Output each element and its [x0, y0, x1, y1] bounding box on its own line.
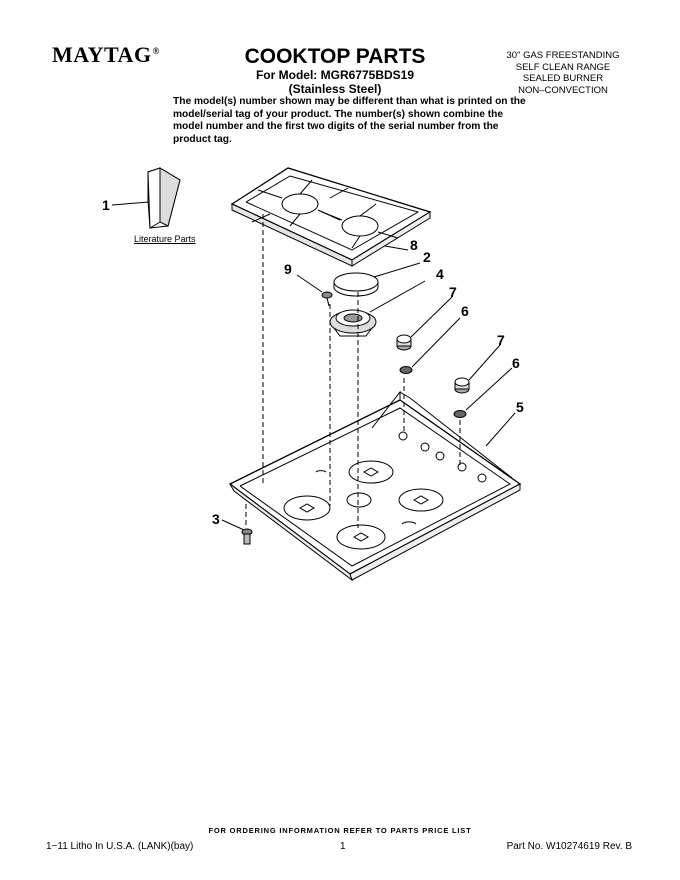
- burner-grate: [230, 167, 432, 267]
- burner-screw: [321, 291, 333, 307]
- finish-label: (Stainless Steel): [288, 82, 382, 96]
- spec-line: 30" GAS FREESTANDING: [506, 50, 620, 61]
- page-number: 1: [340, 841, 346, 852]
- control-knob: [454, 377, 470, 394]
- leader-line: [468, 344, 501, 381]
- leader-line: [411, 317, 461, 368]
- literature-parts-label: Literature Parts: [134, 234, 196, 244]
- callout-8: 8: [410, 237, 418, 253]
- spec-line: SELF CLEAN RANGE: [515, 61, 611, 73]
- leader-line: [465, 367, 513, 411]
- spec-line: SEALED BURNER: [522, 73, 604, 84]
- knob-seal: [453, 410, 467, 418]
- model-number: For Model: MGR6775BDS19: [255, 68, 415, 82]
- leader-line: [296, 274, 323, 293]
- litho-info: 1−11 Litho In U.S.A. (LANK)(bay): [46, 841, 194, 852]
- model-notice: The model(s) number shown may be differe…: [173, 96, 526, 145]
- callout-5: 5: [516, 399, 524, 415]
- callout-1: 1: [102, 197, 110, 213]
- product-spec: 30" GAS FREESTANDING SELF CLEAN RANGE SE…: [496, 50, 630, 96]
- ordering-note: FOR ORDERING INFORMATION REFER TO PARTS …: [208, 826, 472, 835]
- burner-base: [329, 309, 377, 337]
- title-block: COOKTOP PARTS For Model: MGR6775BDS19 (S…: [240, 45, 430, 97]
- assembly-guide-lines: [245, 214, 461, 528]
- callout-6: 6: [512, 355, 520, 371]
- callout-7: 7: [497, 332, 505, 348]
- page-title: COOKTOP PARTS: [244, 45, 426, 68]
- leader-line: [373, 262, 421, 278]
- callout-6: 6: [461, 303, 469, 319]
- literature-booklet: [147, 167, 181, 229]
- leader-line: [384, 245, 409, 251]
- brand-logo: MAYTAG®: [52, 42, 160, 67]
- callout-4: 4: [436, 266, 444, 282]
- callout-9: 9: [284, 261, 292, 277]
- leader-line: [369, 280, 426, 313]
- leader-line: [410, 296, 453, 338]
- spec-line: NON–CONVECTION: [518, 84, 608, 96]
- part-number: Part No. W10274619 Rev. B: [506, 841, 632, 852]
- callout-2: 2: [423, 249, 431, 265]
- leader-line: [111, 201, 150, 206]
- leader-line: [485, 412, 516, 447]
- callout-7: 7: [449, 284, 457, 300]
- burner-cap: [333, 272, 379, 297]
- callout-3: 3: [212, 511, 220, 527]
- cooktop-panel: [228, 390, 522, 582]
- control-knob: [396, 334, 412, 351]
- leader-line: [221, 519, 245, 531]
- mounting-bolt: [241, 528, 253, 545]
- knob-seal: [399, 366, 413, 374]
